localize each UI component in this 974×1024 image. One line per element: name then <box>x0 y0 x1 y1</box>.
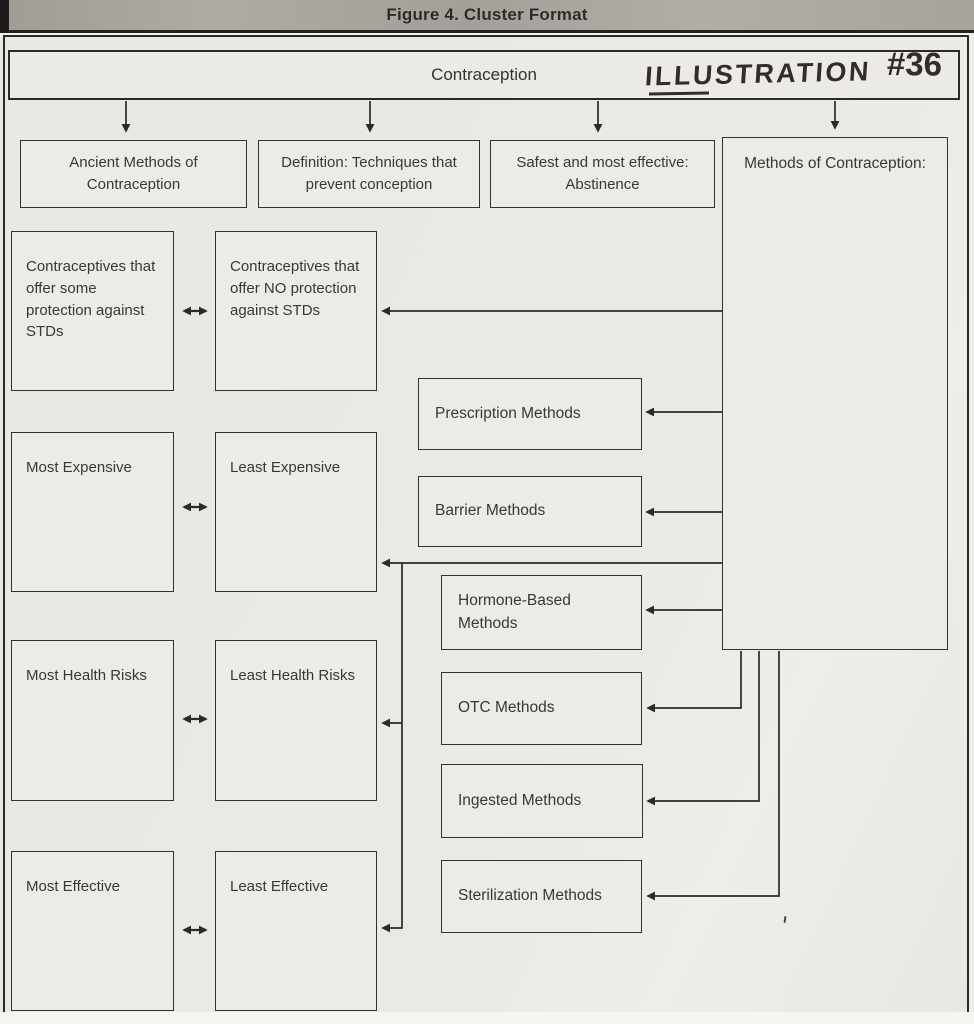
node-most-effective: Most Effective <box>11 851 174 1011</box>
node-most-expensive-label: Most Expensive <box>26 459 132 476</box>
handwritten-number: #36 <box>887 44 943 83</box>
node-hormone-based-methods-label: Hormone-Based Methods <box>458 592 571 632</box>
node-prescription-methods-label: Prescription Methods <box>435 404 581 422</box>
node-safest-abstinence-label: Safest and most effective: Abstinence <box>516 154 689 193</box>
figure-title: Figure 4. Cluster Format <box>386 5 588 24</box>
node-sterilization-methods: Sterilization Methods <box>441 860 642 933</box>
node-no-protection-stds: Contraceptives that offer NO protection … <box>215 231 377 391</box>
node-least-expensive-label: Least Expensive <box>230 459 341 476</box>
node-ingested-methods-label: Ingested Methods <box>458 791 582 809</box>
node-some-protection-stds-label: Contraceptives that offer some protectio… <box>26 258 156 341</box>
node-most-effective-label: Most Effective <box>26 878 120 895</box>
node-no-protection-stds-label: Contraceptives that offer NO protection … <box>230 258 360 319</box>
page-right-margin <box>969 33 974 1012</box>
node-some-protection-stds: Contraceptives that offer some protectio… <box>11 231 174 391</box>
figure-title-bar: Figure 4. Cluster Format <box>0 0 974 33</box>
node-least-health-risks: Least Health Risks <box>215 640 377 801</box>
node-ancient-methods: Ancient Methods of Contraception <box>20 140 247 208</box>
node-barrier-methods: Barrier Methods <box>418 476 642 547</box>
node-least-expensive: Least Expensive <box>215 432 377 592</box>
node-contraception-label: Contraception <box>431 65 537 84</box>
node-methods-of-contraception-label: Methods of Contraception: <box>744 155 926 172</box>
node-methods-of-contraception: Methods of Contraception: <box>722 137 948 650</box>
node-sterilization-methods-label: Sterilization Methods <box>458 887 602 905</box>
node-barrier-methods-label: Barrier Methods <box>435 502 546 520</box>
node-ingested-methods: Ingested Methods <box>441 764 643 838</box>
node-most-expensive: Most Expensive <box>11 432 174 592</box>
node-most-health-risks-label: Most Health Risks <box>26 667 147 684</box>
node-least-effective: Least Effective <box>215 851 377 1011</box>
node-otc-methods: OTC Methods <box>441 672 642 745</box>
page-bottom-strip <box>0 1012 974 1024</box>
node-least-health-risks-label: Least Health Risks <box>230 667 356 684</box>
node-least-effective-label: Least Effective <box>230 878 329 895</box>
node-safest-abstinence: Safest and most effective: Abstinence <box>490 140 715 208</box>
node-ancient-methods-label: Ancient Methods of Contraception <box>69 154 198 193</box>
scan-edge-artifact <box>0 0 9 33</box>
node-prescription-methods: Prescription Methods <box>418 378 642 450</box>
node-definition-label: Definition: Techniques that prevent conc… <box>281 154 457 193</box>
node-otc-methods-label: OTC Methods <box>458 699 555 717</box>
node-most-health-risks: Most Health Risks <box>11 640 174 801</box>
node-hormone-based-methods: Hormone-Based Methods <box>441 575 642 650</box>
node-definition: Definition: Techniques that prevent conc… <box>258 140 480 208</box>
handwritten-word: ILLUSTRATION <box>644 56 872 92</box>
node-contraception: Contraception <box>8 50 960 100</box>
